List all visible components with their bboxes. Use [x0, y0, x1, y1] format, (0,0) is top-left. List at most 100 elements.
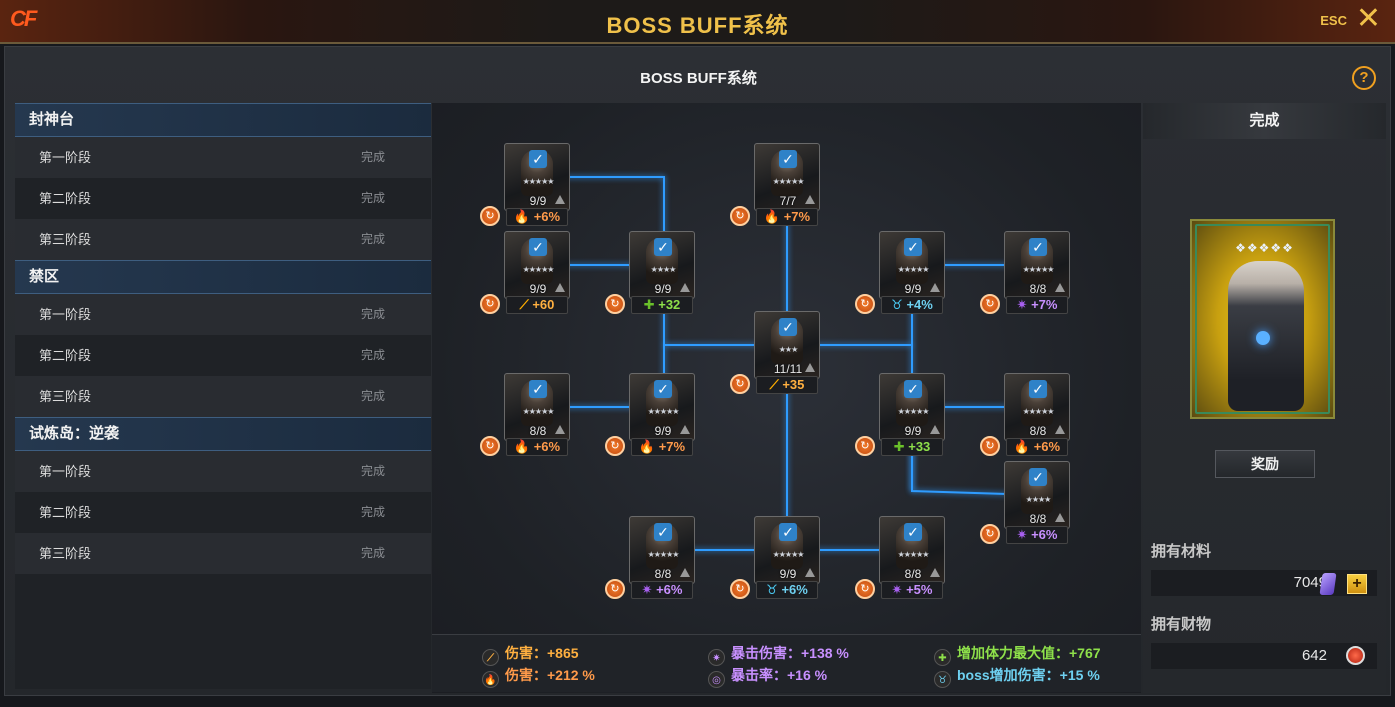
buff-value: +60: [532, 297, 555, 312]
node-progress: 8/8: [654, 567, 672, 581]
stage-status: 完成: [360, 232, 385, 246]
fire-icon: 🔥: [482, 671, 499, 688]
completion-header: 完成: [1143, 103, 1386, 139]
stage-name: 第三阶段: [39, 546, 92, 561]
boss-node[interactable]: ✓★★★★★8/8: [1004, 373, 1070, 441]
category-header[interactable]: 封神台: [15, 103, 431, 137]
hp-icon: ✚: [643, 297, 655, 312]
stage-item[interactable]: 第一阶段完成: [15, 137, 431, 178]
check-icon: ✓: [529, 380, 547, 398]
check-icon: ✓: [654, 523, 672, 541]
crit-rate-icon: ◎: [708, 671, 725, 688]
refresh-icon[interactable]: ↻: [730, 579, 750, 599]
boss-node[interactable]: ✓★★★★★9/9: [504, 143, 570, 211]
crit-icon: ✷: [641, 582, 653, 597]
upgrade-arrow-icon: [805, 568, 815, 577]
stage-name: 第二阶段: [39, 348, 92, 363]
wealth-label: 拥有财物: [1151, 616, 1212, 633]
boss-node[interactable]: ✓★★★★★9/9: [879, 231, 945, 299]
refresh-icon[interactable]: ↻: [605, 294, 625, 314]
boss-node[interactable]: ✓★★★★★9/9: [879, 373, 945, 441]
buff-badge: 🔥 +7%: [631, 438, 693, 456]
check-icon: ✓: [904, 523, 922, 541]
node-stars: ★★★★★: [772, 177, 805, 186]
stat-label: 伤害：+865: [505, 645, 579, 661]
stat-line: ✚增加体力最大值：+767: [934, 643, 1101, 666]
stage-item[interactable]: 第一阶段完成: [15, 294, 431, 335]
card-frame: [1195, 224, 1330, 414]
refresh-icon[interactable]: ↻: [480, 436, 500, 456]
refresh-icon[interactable]: ↻: [730, 374, 750, 394]
check-icon: ✓: [904, 238, 922, 256]
boss-node[interactable]: ✓★★★11/11: [754, 311, 820, 379]
buff-badge: ✚ +32: [631, 296, 693, 314]
buff-value: +6%: [1031, 527, 1058, 542]
stat-label: 伤害：+212 %: [505, 667, 595, 683]
card-stars: ❖❖❖❖❖: [1235, 241, 1294, 255]
refresh-icon[interactable]: ↻: [980, 436, 1000, 456]
buff-badge: ✚ +33: [881, 438, 943, 456]
stage-status: 完成: [360, 191, 385, 205]
buff-badge: ✷ +7%: [1006, 296, 1068, 314]
boss-node[interactable]: ✓★★★★★9/9: [629, 373, 695, 441]
refresh-icon[interactable]: ↻: [855, 436, 875, 456]
refresh-icon[interactable]: ↻: [730, 206, 750, 226]
node-stars: ★★★★: [1025, 495, 1052, 504]
boss-node[interactable]: ✓★★★★★8/8: [1004, 231, 1070, 299]
upgrade-arrow-icon: [805, 195, 815, 204]
check-icon: ✓: [779, 318, 797, 336]
boss-node[interactable]: ✓★★★★★7/7: [754, 143, 820, 211]
stage-item[interactable]: 第三阶段完成: [15, 376, 431, 417]
buff-badge: 🔥 +6%: [1006, 438, 1068, 456]
refresh-icon[interactable]: ↻: [855, 294, 875, 314]
refresh-icon[interactable]: ↻: [980, 294, 1000, 314]
node-progress: 8/8: [904, 567, 922, 581]
stat-label: 暴击率：+16 %: [731, 667, 828, 683]
boss-node[interactable]: ✓★★★★9/9: [629, 231, 695, 299]
refresh-icon[interactable]: ↻: [480, 294, 500, 314]
upgrade-arrow-icon: [930, 568, 940, 577]
help-icon[interactable]: ?: [1352, 66, 1376, 90]
fire-icon: 🔥: [1013, 439, 1031, 454]
category-header[interactable]: 试炼岛：逆袭: [15, 417, 431, 451]
refresh-icon[interactable]: ↻: [480, 206, 500, 226]
add-material-button[interactable]: +: [1347, 574, 1367, 594]
stage-item[interactable]: 第二阶段完成: [15, 178, 431, 219]
node-stars: ★★★★★: [522, 177, 555, 186]
refresh-icon[interactable]: ↻: [980, 524, 1000, 544]
esc-label: ESC: [1320, 13, 1347, 28]
boss-node[interactable]: ✓★★★★★9/9: [504, 231, 570, 299]
buff-badge: 🔥 +6%: [506, 438, 568, 456]
stage-item[interactable]: 第三阶段 完成: [15, 219, 431, 260]
category-header[interactable]: 禁区: [15, 260, 431, 294]
buff-value: +6%: [533, 439, 561, 454]
check-icon: ✓: [779, 523, 797, 541]
reward-button[interactable]: 奖励: [1215, 450, 1315, 478]
refresh-icon[interactable]: ↻: [855, 579, 875, 599]
boss-node[interactable]: ✓★★★★★8/8: [504, 373, 570, 441]
stage-item[interactable]: 第二阶段完成: [15, 335, 431, 376]
node-stars: ★★★: [778, 345, 799, 354]
node-progress: 8/8: [1029, 282, 1047, 296]
boss-icon: ♉: [934, 671, 951, 688]
boss-node[interactable]: ✓★★★★★8/8: [879, 516, 945, 584]
refresh-icon[interactable]: ↻: [605, 436, 625, 456]
stage-item[interactable]: 第三阶段 完成: [15, 533, 431, 574]
boss-node[interactable]: ✓★★★★★9/9: [754, 516, 820, 584]
upgrade-arrow-icon: [1055, 283, 1065, 292]
refresh-icon[interactable]: ↻: [605, 579, 625, 599]
upgrade-arrow-icon: [680, 568, 690, 577]
boss-node[interactable]: ✓★★★★8/8: [1004, 461, 1070, 529]
stage-name: 第三阶段: [39, 232, 92, 247]
stage-status: 完成: [360, 546, 385, 560]
boss-node[interactable]: ✓★★★★★8/8: [629, 516, 695, 584]
character-gem: [1256, 331, 1270, 345]
stage-item[interactable]: 第一阶段完成: [15, 451, 431, 492]
node-stars: ★★★★★: [897, 407, 930, 416]
stat-line: ⟋伤害：+865: [482, 643, 579, 666]
close-icon[interactable]: ✕: [1355, 2, 1381, 35]
wealth-value: 642: [1151, 643, 1377, 669]
upgrade-arrow-icon: [1055, 513, 1065, 522]
check-icon: ✓: [529, 238, 547, 256]
stage-item[interactable]: 第二阶段完成: [15, 492, 431, 533]
